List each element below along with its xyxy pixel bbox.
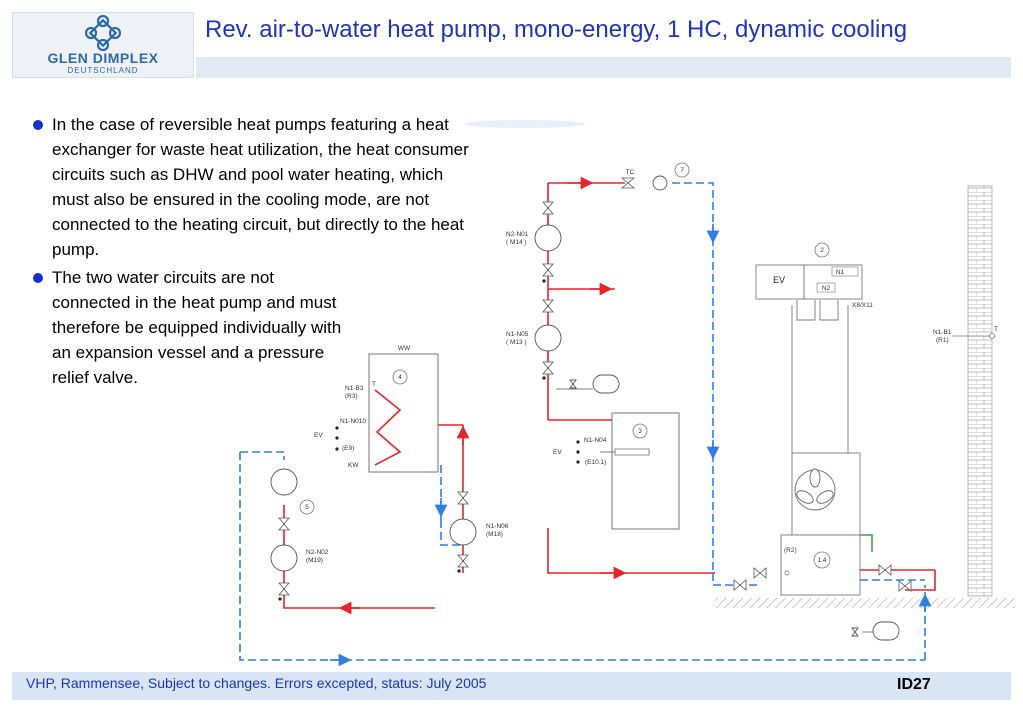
logo-subtitle: DEUTSCHLAND xyxy=(67,66,139,75)
valve-icon xyxy=(898,580,912,592)
valve-icon xyxy=(620,177,636,189)
valve-icon xyxy=(753,567,767,579)
m18-label: (M18) xyxy=(486,531,503,538)
page-title: Rev. air-to-water heat pump, mono-energy… xyxy=(205,16,908,43)
bullet-item: The two water circuits are not connected… xyxy=(30,265,347,390)
badge-4-label: 4 xyxy=(398,374,402,381)
ev-mid-label: EV xyxy=(553,449,562,456)
valve-icon xyxy=(542,361,554,375)
bullet-text: The two water circuits are not connected… xyxy=(52,268,342,387)
valve-icon xyxy=(542,201,554,215)
title-band xyxy=(196,12,1011,55)
meter-icon xyxy=(652,175,668,191)
bullet-dot-icon xyxy=(33,120,43,130)
e9-label: (E9) xyxy=(342,445,354,452)
badge-1-4-label: 1.4 xyxy=(817,557,826,564)
x8x11-label: X8/X11 xyxy=(852,302,873,309)
n1-n010-label: N1-N010 xyxy=(340,418,366,425)
n1-b3-label: N1-B3 xyxy=(345,385,364,392)
pump-n1-n06-icon xyxy=(449,518,477,546)
ev-tank-label: EV xyxy=(314,432,323,439)
footer-text: VHP, Rammensee, Subject to changes. Erro… xyxy=(26,675,487,691)
badge-3-label: 3 xyxy=(638,428,642,435)
n2-n01-label: N2-N01 xyxy=(506,231,529,238)
heat-exchanger-icon xyxy=(270,468,298,496)
number-badge-3 xyxy=(632,423,648,439)
footer-bar xyxy=(12,672,1011,700)
kw-label: KW xyxy=(348,462,359,469)
valve-icon xyxy=(278,517,290,531)
safety-valve-icon xyxy=(569,379,577,389)
ww-label: WW xyxy=(398,345,411,352)
ground-hatch xyxy=(715,598,1015,608)
outdoor-sensor-icon xyxy=(989,333,995,339)
decor-ellipse xyxy=(465,120,585,128)
n2-n02-label: N2-N02 xyxy=(306,549,329,556)
glen-dimplex-logo-icon xyxy=(85,15,121,51)
pump-n2-n02-icon xyxy=(270,544,298,572)
number-badge-1-4 xyxy=(813,551,831,569)
outdoor-t-label: T xyxy=(994,326,998,333)
fan-blades-icon xyxy=(796,468,834,504)
n2-label: N2 xyxy=(822,285,831,292)
slide-id: ID27 xyxy=(897,676,931,693)
number-badge-4 xyxy=(392,369,408,385)
expansion-vessel-icon xyxy=(592,374,620,394)
bullet-item: In the case of reversible heat pumps fea… xyxy=(30,112,470,262)
e10-1-label: (E10.1) xyxy=(585,459,606,466)
valve-icon xyxy=(878,564,892,576)
m14-label: ( M14 ) xyxy=(506,239,527,246)
number-badge-7 xyxy=(674,162,690,178)
tank-t-label: T xyxy=(372,381,376,388)
dhw-coil xyxy=(374,389,402,466)
valve-icon xyxy=(457,491,469,505)
outer-wall xyxy=(967,185,993,597)
number-badge-5 xyxy=(299,499,315,515)
m13-label: ( M13 ) xyxy=(506,339,527,346)
title-subband xyxy=(196,57,1011,78)
badge-2-label: 2 xyxy=(820,247,824,254)
safety-valve-icon xyxy=(851,627,859,637)
tc-label: TC xyxy=(626,169,635,176)
m19-label: (M19) xyxy=(306,557,323,564)
pump-n2-n01-icon xyxy=(534,224,562,252)
valve-icon xyxy=(457,554,469,568)
valve-icon xyxy=(542,263,554,277)
valves xyxy=(278,177,912,596)
drain-line xyxy=(860,534,873,552)
number-badge-2 xyxy=(814,242,830,258)
expansion-vessel-icon xyxy=(872,621,900,641)
pump-n1-n05-icon xyxy=(534,324,562,352)
bullet-dot-icon xyxy=(33,273,43,283)
n1-n04-label: N1-N04 xyxy=(584,437,607,444)
badge-7-label: 7 xyxy=(680,167,684,174)
n1-n05-label: N1-N05 xyxy=(506,331,529,338)
valve-icon xyxy=(542,299,554,313)
n1-n06-label: N1-N06 xyxy=(486,523,509,530)
valve-icon xyxy=(278,582,290,596)
r1-label: (R1) xyxy=(936,337,949,344)
ev-box-label: EV xyxy=(773,275,785,285)
controller-ev-box xyxy=(755,264,805,300)
valve-icon xyxy=(733,579,747,591)
r2-label: (R2) xyxy=(784,547,797,554)
return-sensor-icon xyxy=(784,570,790,576)
r3-label: (R3) xyxy=(345,393,358,400)
logo-name: GLEN DIMPLEX xyxy=(47,50,159,66)
n1-b1-label: N1-B1 xyxy=(933,329,952,336)
badge-5-label: 5 xyxy=(305,504,309,511)
bullet-list: In the case of reversible heat pumps fea… xyxy=(30,112,470,393)
bullet-text: In the case of reversible heat pumps fea… xyxy=(52,115,469,259)
n1-label: N1 xyxy=(836,269,845,276)
